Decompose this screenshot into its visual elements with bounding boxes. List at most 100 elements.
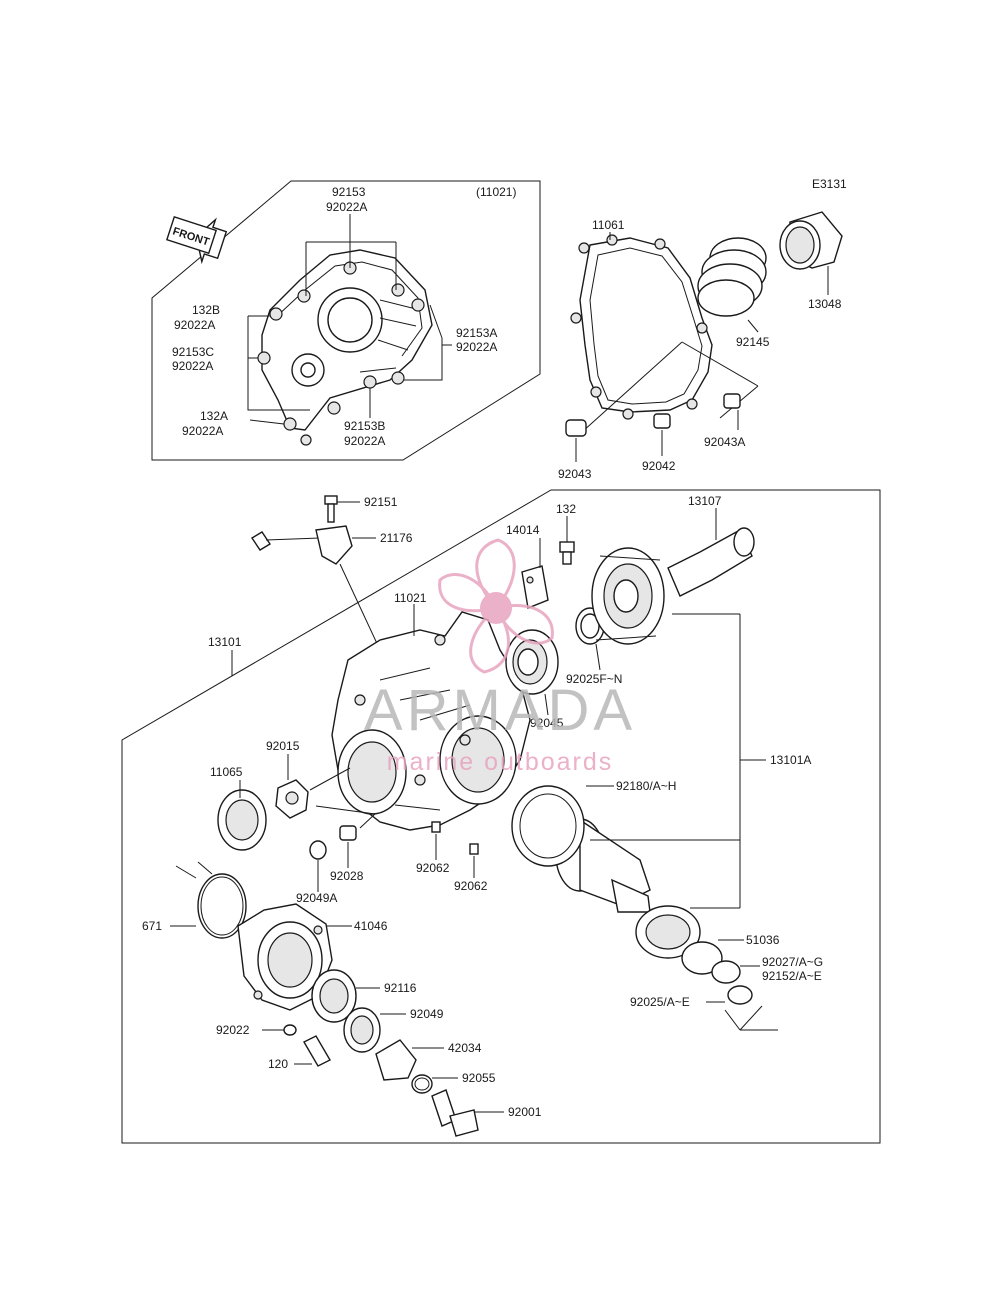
label-11061: 11061 (592, 218, 625, 232)
label-92022A-e: 92022A (182, 424, 223, 438)
bearing-92116 (311, 969, 357, 1023)
label-13101: 13101 (208, 635, 242, 649)
o-ring-671 (197, 873, 247, 939)
label-92116: 92116 (384, 981, 417, 995)
nut-92049A (309, 840, 327, 860)
label-132A: 132A (200, 409, 228, 423)
bearing-92045 (505, 629, 559, 695)
label-92055: 92055 (462, 1071, 496, 1085)
shaft-13107 (667, 527, 755, 597)
bearing-42034 (375, 1039, 417, 1081)
plug-92062-a (431, 821, 441, 833)
dowel-92042 (653, 413, 671, 429)
label-92022A-d: 92022A (456, 340, 497, 354)
label-92001: 92001 (508, 1105, 542, 1119)
watermark-logo: ARMADA marine outboards (364, 538, 636, 776)
dowel-92043A (723, 393, 741, 409)
sleeve-13048 (779, 211, 843, 270)
label-92022A-b: 92022A (174, 318, 215, 332)
leader-671 (170, 861, 213, 927)
label-14014: 14014 (506, 523, 540, 537)
label-671: 671 (142, 919, 162, 933)
leader-132A (249, 419, 285, 425)
label-92025F-N: 92025F~N (566, 672, 622, 686)
inset-box-outline (151, 180, 541, 461)
label-92153C: 92153C (172, 345, 214, 359)
label-21176: 21176 (380, 531, 413, 545)
gear-13101A-ring (591, 547, 665, 645)
label-92180: 92180/A~H (616, 779, 676, 793)
label-11065: 11065 (210, 765, 243, 779)
label-92153: 92153 (332, 185, 366, 199)
plug-92062-b (469, 843, 479, 855)
label-92145: 92145 (736, 335, 770, 349)
label-92025A-E: 92025/A~E (630, 995, 690, 1009)
label-92049: 92049 (410, 1007, 444, 1021)
bolt-92001 (431, 1089, 479, 1137)
shim-92025A-E (727, 985, 753, 1005)
label-132B: 132B (192, 303, 220, 317)
bolt-132 (559, 541, 575, 565)
shim-92152 (711, 960, 741, 984)
label-92042: 92042 (642, 459, 676, 473)
assembly-line-nut (309, 767, 377, 829)
label-92022: 92022 (216, 1023, 250, 1037)
label-11021: 11021 (394, 591, 427, 605)
sensor-21176 (251, 525, 353, 565)
label-92043A: 92043A (704, 435, 745, 449)
collar-92028 (339, 825, 357, 841)
label-92043: 92043 (558, 467, 592, 481)
label-92022A-top: 92022A (326, 200, 367, 214)
spring-92145 (697, 237, 767, 317)
pinion-gear (555, 818, 651, 913)
bearing-51036 (635, 905, 701, 959)
seal-92049 (343, 1007, 381, 1053)
bracket-14014 (521, 565, 549, 609)
propeller-icon (438, 538, 554, 674)
gasket-11061 (570, 234, 713, 420)
front-arrow-icon: FRONT (165, 215, 228, 265)
main-box-outline (121, 489, 881, 1144)
bolt-92151 (324, 495, 338, 523)
dowel-92043 (565, 419, 587, 437)
label-92022A-c: 92022A (172, 359, 213, 373)
label-11021-paren: (11021) (476, 185, 516, 199)
leader-132B (247, 315, 310, 411)
label-92153B: 92153B (344, 419, 385, 433)
nut-92015 (275, 779, 309, 819)
label-92062-a: 92062 (416, 861, 450, 875)
diagram-code: E3131 (812, 177, 847, 191)
watermark-brand: ARMADA (364, 678, 636, 743)
label-51036: 51036 (746, 933, 780, 947)
label-92015: 92015 (266, 739, 300, 753)
leader-13101A (590, 613, 766, 909)
label-92152: 92152/A~E (762, 969, 822, 983)
leader-92153 (305, 214, 397, 296)
leader-92045 (544, 693, 549, 716)
assembly-line-sensor (339, 563, 381, 651)
gasket-92180 (511, 785, 585, 867)
washer-92022 (283, 1024, 297, 1036)
label-120: 120 (268, 1057, 288, 1071)
cover-11021-inset (257, 249, 433, 446)
label-13048: 13048 (808, 297, 842, 311)
seal-11065 (217, 789, 267, 851)
label-92153A: 92153A (456, 326, 497, 340)
o-ring-92055 (411, 1074, 433, 1094)
label-13101A: 13101A (770, 753, 811, 767)
label-92027: 92027/A~G (762, 955, 823, 969)
housing-41046 (237, 903, 333, 1011)
label-41046: 41046 (354, 919, 388, 933)
leader-92025A-E (706, 1001, 778, 1031)
leader-92025F-N (595, 643, 601, 671)
label-42034: 42034 (448, 1041, 482, 1055)
label-92022A-f: 92022A (344, 434, 385, 448)
leader-92145 (747, 319, 759, 333)
label-92151: 92151 (364, 495, 398, 509)
label-92045: 92045 (530, 716, 564, 730)
housing-11021 (331, 611, 531, 831)
label-92049A: 92049A (296, 891, 337, 905)
label-13107: 13107 (688, 494, 722, 508)
